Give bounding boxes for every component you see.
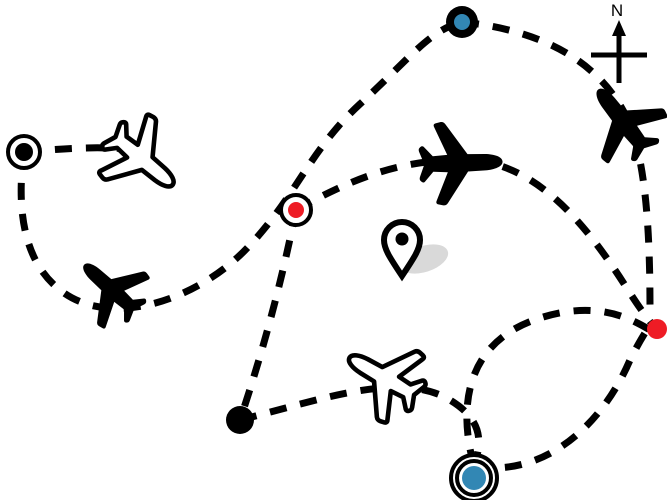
route-bottom-arc [239,383,483,467]
compass-north-label: N [611,1,623,20]
location-pin-group [384,222,449,279]
location-pin [384,222,420,276]
route-south-loop [236,209,300,422]
plane-south-outline [330,323,439,432]
marker-west-origin[interactable] [6,134,42,170]
compass-rose: N [591,1,647,83]
route-southeast-sweep [473,320,655,472]
marker-top-blue[interactable] [446,6,478,38]
plane-layer [60,65,667,432]
plane-west-solid [60,238,162,340]
route-layer [17,18,660,472]
route-bottom-right-loop [463,306,652,467]
marker-bottom-black[interactable] [226,406,254,434]
compass-north-arrowhead [612,20,626,36]
route-west-loop [17,18,463,312]
location-pin-dot [395,232,409,246]
plane-northwest-outline [86,103,198,215]
plane-center-solid [417,119,505,207]
marker-center-red[interactable] [279,193,313,227]
marker-east-red[interactable] [647,319,667,339]
marker-bottom-blue[interactable] [449,453,499,500]
route-center-east [294,156,660,333]
marker-layer [6,6,667,500]
